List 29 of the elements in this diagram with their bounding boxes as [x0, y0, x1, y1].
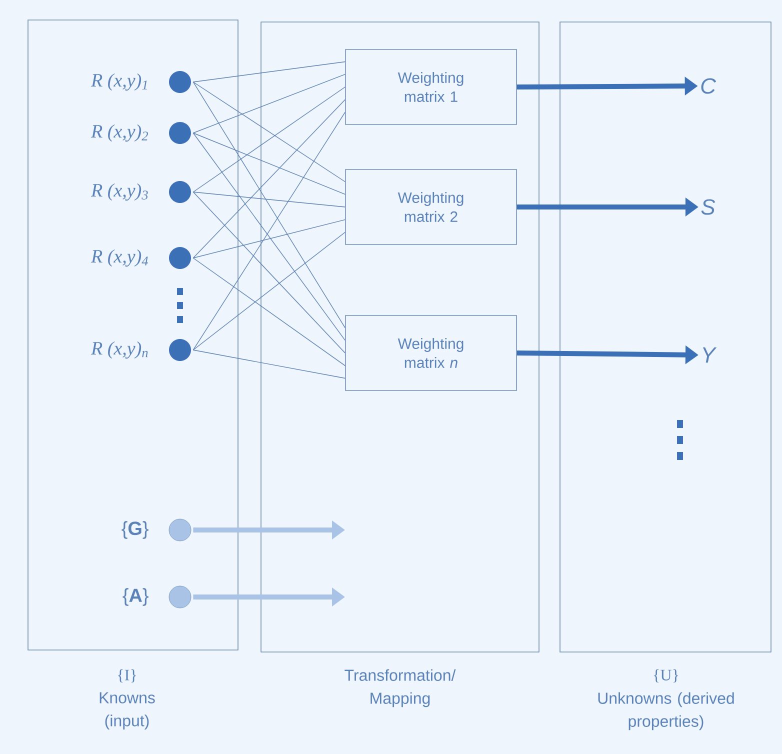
variable-label: {G} [122, 521, 148, 539]
connector-line [192, 82, 346, 328]
output-label: S [701, 199, 716, 215]
connector-line [192, 132, 346, 195]
panel-heading: {U} [654, 669, 678, 682]
variable-label: R (x,y)$_{4}$ [90, 249, 148, 267]
output-label: C [701, 78, 716, 94]
connector-line [192, 350, 346, 379]
panel-heading: Unknowns (derived properties) [598, 692, 734, 730]
connector-line [192, 219, 346, 258]
variable-label: R (x,y)$_{3}$ [90, 183, 148, 201]
variable-label: R (x,y)$_{1}$ [90, 73, 147, 91]
matrix-box: Weighting matrix 2 [345, 169, 517, 245]
output-label: Y [702, 347, 717, 363]
connector-line [192, 232, 346, 350]
panel-heading: Transformation/ Mapping [344, 669, 456, 708]
matrix-box: Weighting matrix 1 [345, 49, 517, 125]
connector-line [192, 99, 346, 258]
variable-label: {A} [122, 588, 148, 606]
connector-line [192, 61, 346, 82]
variable-label: R (x,y)$_{2}$ [90, 124, 148, 142]
connector-line [192, 192, 346, 208]
connector-line [192, 258, 346, 366]
connector-line [192, 74, 346, 134]
matrix-box: Weighting matrix n [345, 315, 517, 391]
panel-heading: Knowns (input) [100, 692, 155, 730]
variable-label: R (x,y)$_{n}$ [90, 341, 148, 359]
connector-line [192, 192, 346, 354]
panel-heading: {I} [118, 669, 136, 682]
